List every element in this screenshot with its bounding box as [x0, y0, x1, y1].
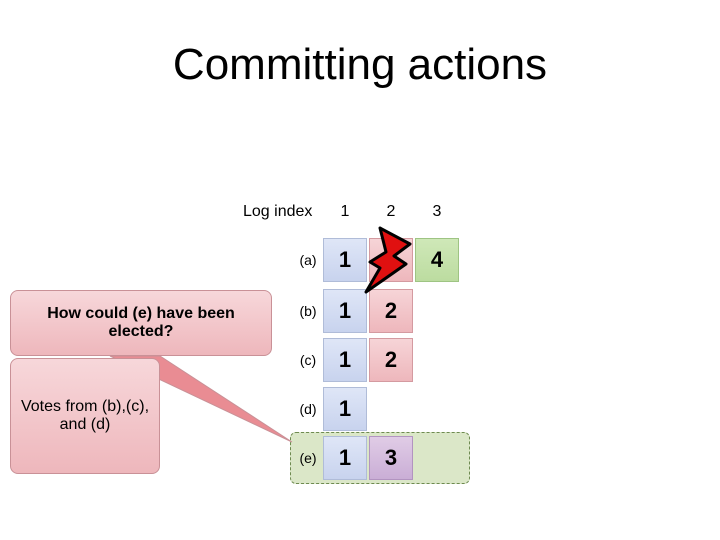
- log-entry-b-1: 1: [323, 289, 367, 333]
- slide-title: Committing actions: [172, 40, 548, 89]
- row-label-b: (b): [299, 303, 317, 319]
- callout-answer-text: Votes from (b),(c), and (d): [20, 398, 150, 433]
- log-entry-e-1: 1: [323, 436, 367, 480]
- row-label-d: (d): [299, 401, 317, 417]
- log-entry-b-2: 2: [369, 289, 413, 333]
- row-label-c: (c): [299, 352, 317, 368]
- row-label-e: (e): [299, 450, 317, 466]
- log-index-1: 1: [340, 203, 350, 220]
- callout-question-text: How could (e) have been elected?: [47, 305, 235, 340]
- log-entry-d-1: 1: [323, 387, 367, 431]
- lightning-bolt-icon: [364, 226, 412, 294]
- log-entry-c-2: 2: [369, 338, 413, 382]
- log-entry-c-1: 1: [323, 338, 367, 382]
- log-entry-a-1: 1: [323, 238, 367, 282]
- callout-answer: Votes from (b),(c), and (d): [10, 358, 160, 474]
- log-entry-e-2: 3: [369, 436, 413, 480]
- log-index-label: Log index: [243, 203, 313, 220]
- log-index-2: 2: [386, 203, 396, 220]
- callout-question: How could (e) have been elected?: [10, 290, 272, 356]
- log-index-3: 3: [432, 203, 442, 220]
- row-label-a: (a): [299, 252, 317, 268]
- log-entry-a-3: 4: [415, 238, 459, 282]
